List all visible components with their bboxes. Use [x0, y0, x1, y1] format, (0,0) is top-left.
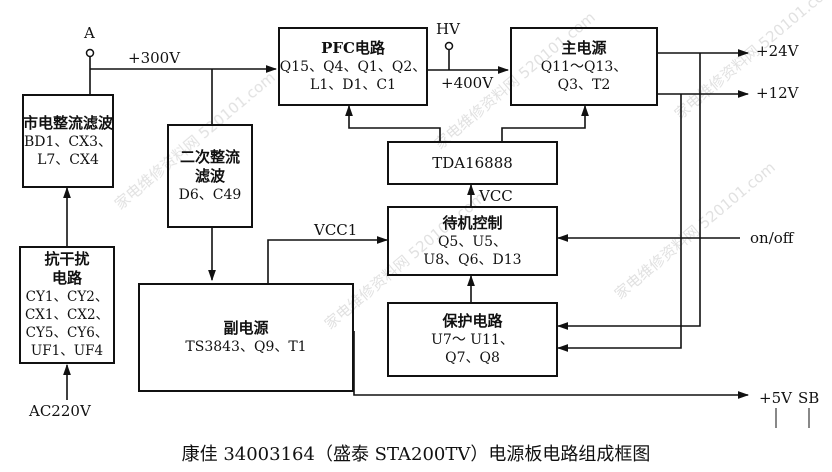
wire-fb-12v: [556, 94, 682, 352]
block-main-psu: 主电源 Q11～Q13、 Q3、T2: [510, 27, 658, 106]
block-line: Q11～Q13、: [540, 59, 628, 75]
label-node-a: A: [84, 24, 95, 42]
wire-tda-to-main: [501, 104, 589, 141]
block-line: CY1、CY2、: [25, 289, 109, 305]
label-vcc1: VCC1: [314, 221, 358, 239]
label-out-24v: +24V: [756, 42, 799, 60]
block-line: Q7、Q8: [445, 350, 500, 366]
block-title: 保护电路: [442, 312, 503, 330]
block-pfc: PFC电路 Q15、Q4、Q1、Q2、 L1、D1、C1: [278, 27, 428, 106]
label-hv: HV: [436, 20, 460, 38]
hv-terminal: [444, 41, 454, 51]
block-emi-filter: 抗干扰 电路 CY1、CY2、 CX1、CX2、 CY5、CY6、 UF1、UF…: [19, 246, 115, 364]
block-secondary-rectifier: 二次整流 滤波 D6、C49: [167, 124, 253, 228]
block-line: UF1、UF4: [30, 343, 104, 359]
block-line: U8、Q6、D13: [423, 251, 522, 268]
label-out-12v: +12V: [756, 84, 799, 102]
block-protection: 保护电路 U7～ U11、 Q7、Q8: [387, 302, 558, 377]
block-title: 待机控制: [442, 213, 503, 232]
label-ac-in: AC220V: [29, 402, 91, 420]
label-on-off: on/off: [750, 229, 794, 247]
label-out-5v: +5V: [759, 389, 792, 407]
wire-tda-to-pfc: [345, 104, 441, 141]
block-title: 副电源: [223, 319, 269, 337]
block-aux-psu: 副电源 TS3843、Q9、T1: [138, 283, 354, 392]
block-line: D6、C49: [178, 187, 242, 203]
block-title: TDA16888: [432, 153, 513, 172]
block-title: 滤波: [194, 167, 225, 185]
label-vcc: VCC: [479, 187, 513, 205]
block-title: 抗干扰: [44, 250, 90, 268]
block-line: Q3、T2: [557, 77, 611, 93]
label-300v: +300V: [128, 49, 181, 67]
figure-caption: 康佳 34003164（盛泰 STA200TV）电源板电路组成框图: [181, 444, 651, 465]
wire-out-5v: [353, 331, 750, 399]
block-title: 电路: [51, 269, 82, 287]
block-line: U7～ U11、: [431, 332, 514, 348]
wire-vcc1: [267, 236, 389, 283]
block-line: BD1、CX3、: [24, 133, 113, 150]
wire-fb-24v: [556, 53, 701, 330]
block-line: TS3843、Q9、T1: [185, 339, 307, 355]
block-line: CY5、CY6、: [25, 325, 109, 341]
block-line: L1、D1、C1: [310, 77, 396, 93]
block-standby-control: 待机控制 Q5、U5、 U8、Q6、D13: [387, 206, 558, 276]
block-mains-rectifier: 市电整流滤波 BD1、CX3、 L7、CX4: [22, 94, 114, 188]
label-out-sb: SB: [798, 389, 820, 407]
label-400v: +400V: [441, 74, 494, 92]
block-line: CX1、CX2、: [24, 307, 110, 323]
block-tda16888: TDA16888: [387, 141, 558, 185]
node-a-terminal: [85, 48, 95, 58]
block-title: 市电整流滤波: [23, 113, 114, 132]
block-title: PFC电路: [321, 39, 385, 57]
block-title: 主电源: [561, 39, 607, 57]
block-line: Q15、Q4、Q1、Q2、: [279, 59, 427, 75]
block-line: L7、CX4: [37, 151, 99, 168]
block-title: 二次整流: [179, 148, 240, 166]
block-line: Q5、U5、: [437, 233, 508, 250]
